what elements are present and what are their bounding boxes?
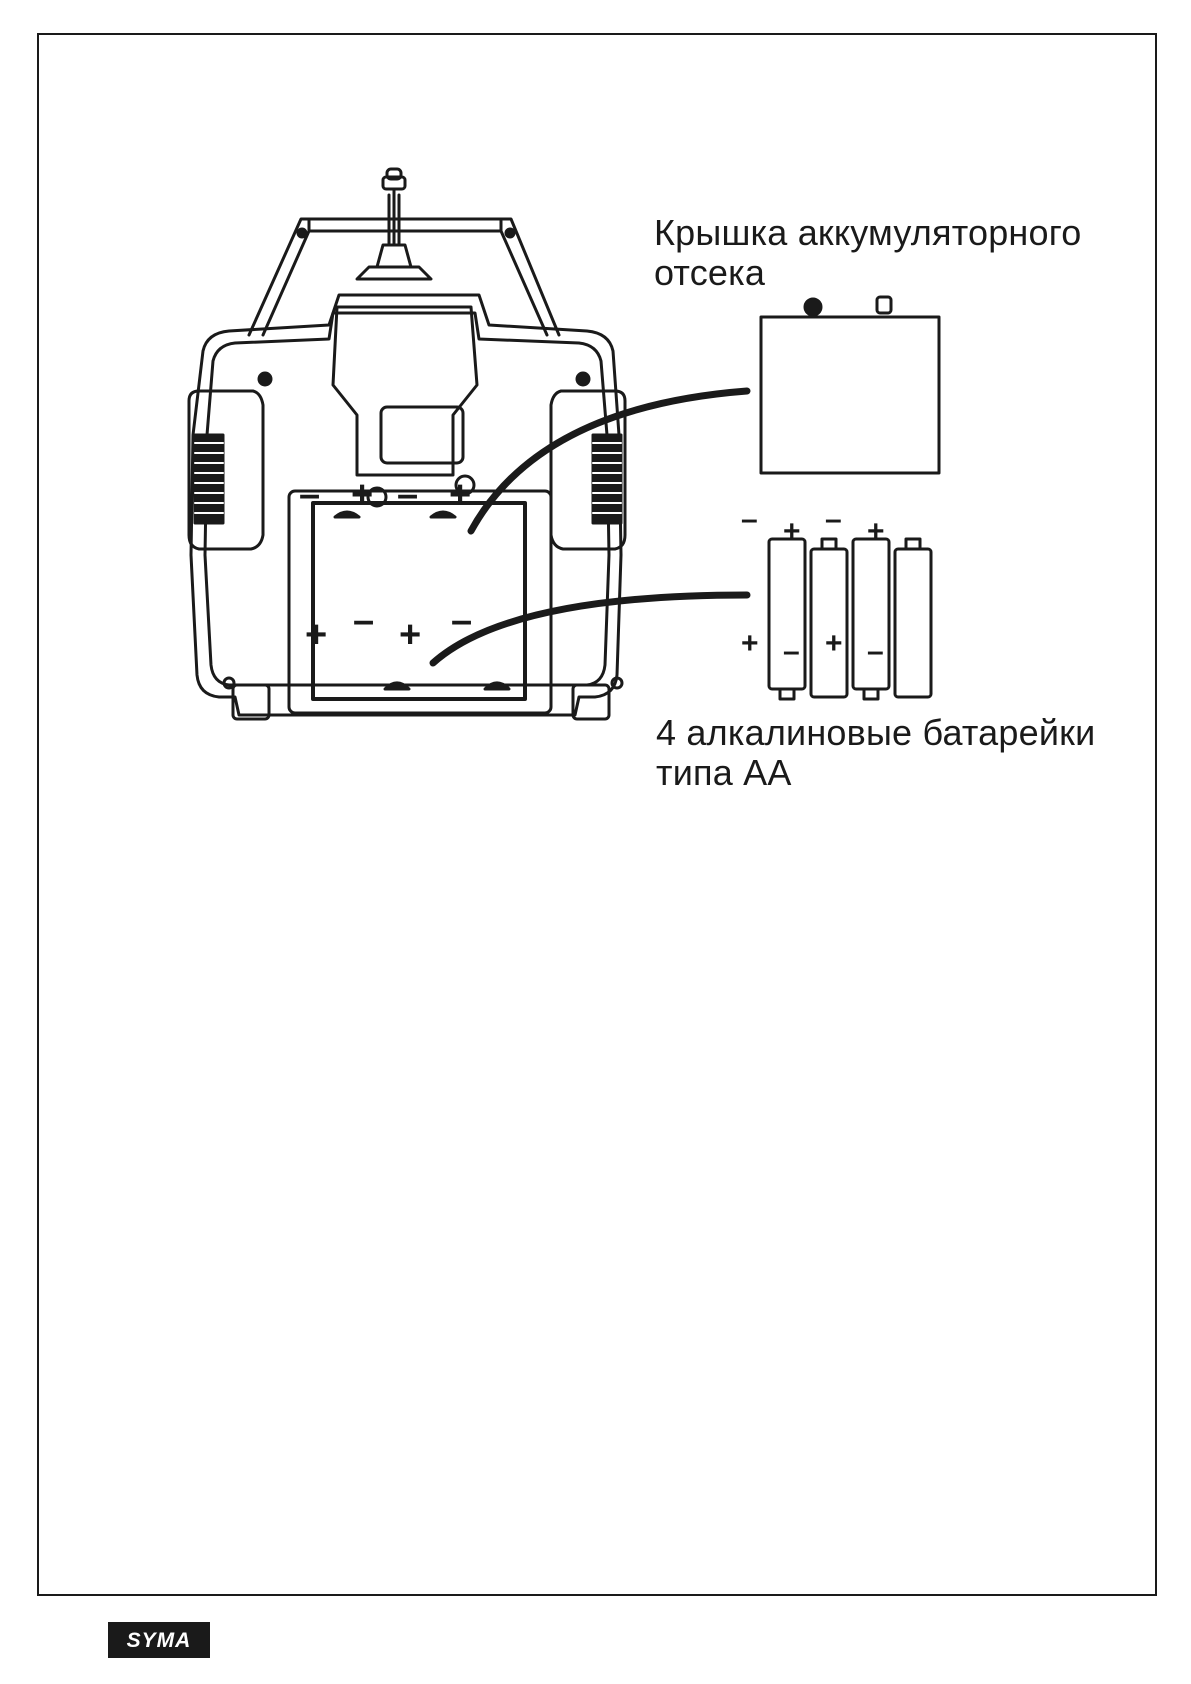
battery-cover-label-line-2: отсека	[654, 252, 766, 293]
battery-4-bottom-mark: –	[867, 635, 884, 668]
compartment-top-plus-2: +	[449, 474, 472, 516]
compartment-bottom-plus-2: +	[399, 614, 422, 656]
battery-1-bottom-mark: +	[741, 627, 759, 660]
batteries-label-line-1: 4 алкалиновые батарейки	[656, 712, 1096, 753]
compartment-bottom-minus-1: –	[353, 600, 375, 642]
battery-cover-label-line-1: Крышка аккумуляторного	[654, 212, 1082, 253]
battery-3-bottom-mark: +	[825, 627, 843, 660]
battery-compartment	[287, 474, 553, 715]
battery-2-top-mark: +	[783, 515, 801, 548]
transmitter-battery-diagram	[187, 167, 941, 721]
battery-2-bottom-mark: –	[783, 635, 800, 668]
battery-1-top-mark: –	[741, 503, 758, 536]
battery-4-top-mark: +	[867, 515, 885, 548]
cover-leader-line	[467, 387, 751, 535]
syma-logo-wordmark: SYMA	[127, 1629, 192, 1652]
battery-cover	[759, 295, 941, 475]
battery-cover-label: Крышка аккумуляторного отсека	[654, 213, 1124, 293]
batteries-leader-line	[429, 591, 751, 667]
compartment-bottom-plus-1: +	[305, 614, 328, 656]
compartment-top-markings: – + – +	[297, 475, 547, 515]
compartment-bottom-markings: + – + –	[297, 601, 547, 656]
batteries-label-line-2: типа АА	[656, 752, 792, 793]
compartment-bottom-minus-2: –	[451, 600, 473, 642]
aa-batteries	[767, 537, 933, 701]
syma-logo: SYMA	[108, 1622, 210, 1658]
batteries-label: 4 алкалиновые батарейки типа АА	[656, 713, 1156, 793]
carry-handle	[247, 217, 561, 337]
compartment-top-minus-2: –	[397, 474, 419, 516]
page-frame: – + – + + – + – – + + – – + + – Крышка а…	[37, 33, 1157, 1596]
battery-markings: – + + – – + + –	[731, 501, 901, 671]
compartment-top-plus-1: +	[351, 474, 374, 516]
compartment-top-minus-1: –	[299, 474, 321, 516]
battery-3-top-mark: –	[825, 503, 842, 536]
antenna	[355, 167, 433, 281]
svg-text:SYMA: SYMA	[127, 1629, 192, 1652]
